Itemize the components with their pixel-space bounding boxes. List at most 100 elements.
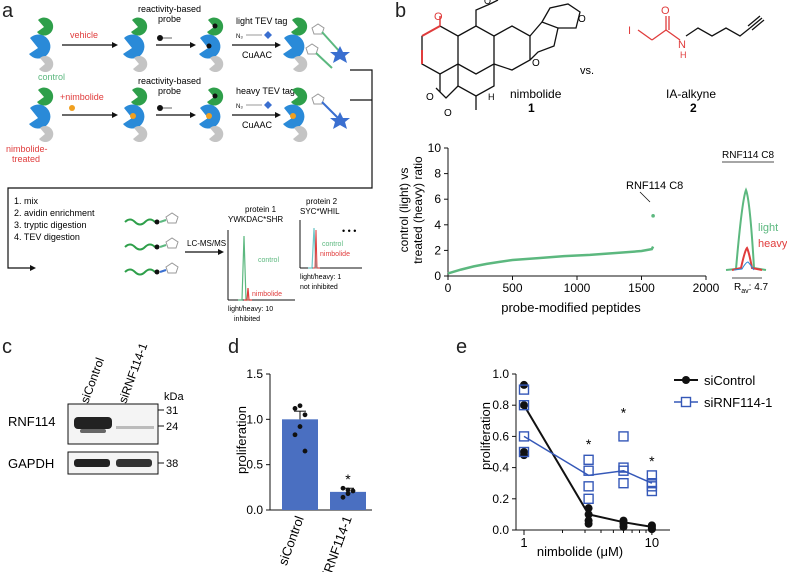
d-point: [292, 406, 298, 411]
panel-d-chart: proliferation 0.00.51.01.5siControl*siRN…: [234, 367, 372, 572]
d-bar: [330, 491, 366, 510]
e-point-siRNF114-1: [583, 481, 594, 492]
e-legend-label: siRNF114-1: [704, 395, 772, 410]
probed-proteome-top: [199, 17, 224, 73]
control-label: control: [38, 72, 65, 82]
d-y-tick-label: 0.0: [246, 503, 263, 517]
cuaac-bot: CuAAC: [242, 120, 273, 130]
b-y-tick-label: 6: [434, 192, 441, 206]
inset-r-value: Rav: 4.7: [734, 282, 769, 295]
e-point-siControl: [584, 504, 593, 513]
light-tag-label: light TEV tag: [236, 16, 287, 26]
panel-d-letter: d: [228, 336, 240, 358]
d-point: [302, 412, 308, 418]
d-point: [345, 487, 351, 493]
nimbolide-ketone-o: O: [434, 11, 443, 23]
probed-proteome-bot: [199, 87, 224, 143]
b-ylabel-2: treated (heavy) ratio: [411, 156, 425, 264]
vs-label: vs.: [580, 65, 594, 77]
inset-heavy-trace: [731, 246, 763, 271]
probe-top-1: reactivity-based: [138, 4, 201, 14]
d-point: [297, 424, 303, 429]
panel-a-schematic: control vehicle reactivity-based probe l…: [6, 4, 373, 323]
e-series-line-siRNF114-1: [523, 435, 653, 484]
step-3: 3. tryptic digestion: [14, 220, 87, 230]
ia-carbonyl-o: O: [661, 5, 670, 17]
e-significance: *: [586, 436, 592, 452]
d-ylabel: proliferation: [234, 406, 249, 474]
c-row-rnf114: RNF114: [8, 414, 55, 429]
e-legend-marker: [682, 376, 690, 384]
probe-bot-2: probe: [158, 86, 181, 96]
c-lane2-label: siRNF114-1: [116, 341, 151, 405]
c-kda-label: kDa: [164, 391, 184, 403]
e-point-siRNF114-1: [618, 477, 629, 489]
step-2: 2. avidin enrichment: [14, 208, 95, 218]
protein2-status: not inhibited: [300, 284, 338, 291]
e-point-siControl: [619, 522, 628, 531]
protein2-ratio: light/heavy: 1: [300, 274, 341, 281]
n3-bot: N₃: [236, 104, 243, 110]
b-y-tick-label: 8: [434, 167, 441, 181]
b-ylabel-1: control (light) vs: [397, 168, 411, 253]
e-point-siRNF114-1: [518, 384, 530, 395]
b-x-tick-label: 1000: [564, 281, 591, 295]
ia-n: N: [678, 39, 686, 51]
protein2-title: protein 2: [306, 197, 338, 206]
protein1-control-label: control: [258, 257, 279, 264]
inset-title: RNF114 C8: [722, 150, 774, 161]
panel-c-letter: c: [2, 336, 12, 358]
b-x-tick-label: 0: [445, 281, 452, 295]
e-point-siControl: [584, 519, 593, 528]
e-xlabel: nimbolide (μM): [537, 544, 623, 559]
d-point: [340, 485, 346, 491]
e-point-siRNF114-1: [618, 462, 629, 473]
protein1-status: inhibited: [234, 316, 260, 323]
probe-bot-1: reactivity-based: [138, 76, 201, 86]
b-highlight-label: RNF114 C8: [626, 180, 683, 192]
c-lane1-label: siControl: [78, 356, 107, 405]
protein1-seq: YWKDAC*SHR: [228, 215, 283, 224]
furan-o: O: [578, 14, 586, 25]
d-point: [340, 494, 346, 500]
e-point-siRNF114-1: [583, 465, 594, 476]
d-point: [345, 491, 351, 497]
tagged-proteome-top: [283, 17, 350, 73]
nimbolide-structure: [421, 0, 581, 110]
b-y-tick-label: 2: [434, 243, 441, 257]
e-point-siRNF114-1: [583, 454, 594, 466]
ia-alkyne-structure: [637, 15, 765, 41]
cuaac-top: CuAAC: [242, 50, 273, 60]
d-point: [292, 432, 298, 438]
treated-proteome-2: [123, 87, 148, 143]
protein1-title: protein 1: [245, 205, 277, 214]
b-x-tick-label: 1500: [628, 281, 655, 295]
ia-alkyne-number: 2: [690, 101, 697, 115]
e-x-tick-label: 1: [520, 535, 527, 550]
e-point-siRNF114-1: [646, 470, 658, 481]
d-x-tick-label: siControl: [275, 514, 307, 567]
protein1-ratio: light/heavy: 10: [228, 306, 273, 313]
b-y-tick-label: 4: [434, 218, 441, 232]
d-y-tick-label: 1.5: [246, 367, 263, 381]
treated-proteome: [29, 87, 54, 143]
e-y-tick-label: 0.4: [492, 461, 509, 475]
e-point-siRNF114-1: [618, 431, 629, 442]
b-series-line: [447, 245, 655, 275]
d-point: [302, 448, 308, 454]
nimbolide-number: 1: [528, 101, 535, 115]
b-highlight-point: [651, 214, 655, 218]
nimbolide-treat-label: +nimbolide: [60, 92, 104, 102]
c-marker-31: 31: [166, 405, 178, 417]
inset-light-trace: [725, 187, 767, 271]
d-y-tick-label: 0.5: [246, 458, 263, 472]
e-y-tick-label: 0.6: [492, 429, 509, 443]
b-y-tick-label: 10: [428, 141, 442, 155]
b-highlight-leader: [639, 191, 651, 203]
nimbolide-name: nimbolide: [510, 87, 562, 101]
control-proteome: [29, 17, 54, 73]
step-4: 4. TEV digestion: [14, 232, 80, 242]
e-legend-label: siControl: [704, 373, 755, 388]
probe-top-2: probe: [158, 14, 181, 24]
d-y-tick-label: 1.0: [246, 412, 263, 426]
